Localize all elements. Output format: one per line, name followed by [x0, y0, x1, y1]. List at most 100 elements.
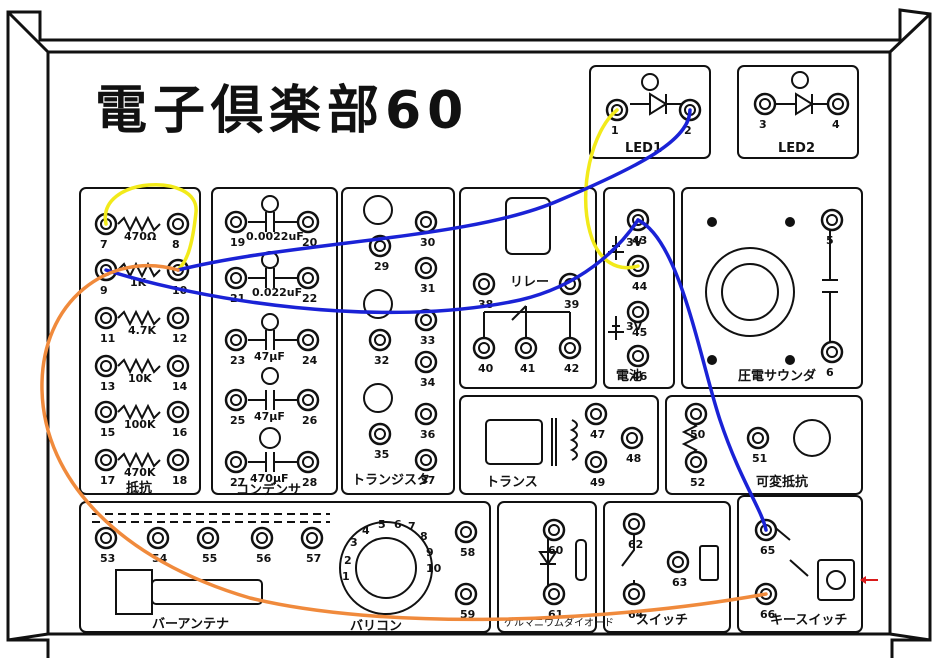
spring-terminal-icon[interactable]	[622, 512, 646, 536]
spring-terminal-icon[interactable]	[626, 344, 650, 368]
spring-terminal-icon[interactable]	[514, 336, 538, 360]
spring-terminal-icon[interactable]	[542, 518, 566, 542]
terminal-21[interactable]: 21	[224, 266, 248, 305]
terminal-24[interactable]: 24	[296, 328, 320, 367]
spring-terminal-icon[interactable]	[224, 450, 248, 474]
spring-terminal-icon[interactable]	[414, 402, 438, 426]
terminal-49[interactable]: 49	[584, 450, 608, 489]
terminal-45[interactable]: 45	[626, 300, 650, 339]
jumper-wire[interactable]	[176, 108, 692, 272]
spring-terminal-icon[interactable]	[684, 402, 708, 426]
spring-terminal-icon[interactable]	[414, 350, 438, 374]
spring-terminal-icon[interactable]	[746, 426, 770, 450]
spring-terminal-icon[interactable]	[820, 340, 844, 364]
terminal-47[interactable]: 47	[584, 402, 608, 441]
terminal-55[interactable]: 55	[196, 526, 220, 565]
terminal-3[interactable]: 3	[753, 92, 777, 131]
spring-terminal-icon[interactable]	[224, 210, 248, 234]
spring-terminal-icon[interactable]	[454, 582, 478, 606]
spring-terminal-icon[interactable]	[166, 400, 190, 424]
spring-terminal-icon[interactable]	[558, 336, 582, 360]
terminal-11[interactable]: 11	[94, 306, 118, 345]
spring-terminal-icon[interactable]	[620, 426, 644, 450]
terminal-50[interactable]: 50	[684, 402, 708, 441]
spring-terminal-icon[interactable]	[542, 582, 566, 606]
terminal-13[interactable]: 13	[94, 354, 118, 393]
spring-terminal-icon[interactable]	[250, 526, 274, 550]
spring-terminal-icon[interactable]	[753, 92, 777, 116]
terminal-26[interactable]: 26	[296, 388, 320, 427]
terminal-22[interactable]: 22	[296, 266, 320, 305]
jumper-wire[interactable]	[104, 218, 640, 315]
terminal-60[interactable]: 60	[542, 518, 566, 557]
spring-terminal-icon[interactable]	[224, 328, 248, 352]
spring-terminal-icon[interactable]	[414, 448, 438, 472]
terminal-23[interactable]: 23	[224, 328, 248, 367]
terminal-33[interactable]: 33	[414, 308, 438, 347]
terminal-62[interactable]: 62	[622, 512, 646, 551]
terminal-35[interactable]: 35	[368, 422, 392, 461]
spring-terminal-icon[interactable]	[94, 400, 118, 424]
jumper-wire[interactable]	[103, 183, 198, 272]
terminal-14[interactable]: 14	[166, 354, 190, 393]
jumper-wire[interactable]	[583, 108, 640, 270]
terminal-25[interactable]: 25	[224, 388, 248, 427]
terminal-18[interactable]: 18	[166, 448, 190, 487]
terminal-58[interactable]: 58	[454, 520, 478, 559]
terminal-28[interactable]: 28	[296, 450, 320, 489]
terminal-37[interactable]: 37	[414, 448, 438, 487]
spring-terminal-icon[interactable]	[296, 210, 320, 234]
terminal-32[interactable]: 32	[368, 328, 392, 367]
spring-terminal-icon[interactable]	[94, 306, 118, 330]
terminal-51[interactable]: 51	[746, 426, 770, 465]
spring-terminal-icon[interactable]	[224, 266, 248, 290]
spring-terminal-icon[interactable]	[584, 402, 608, 426]
spring-terminal-icon[interactable]	[166, 448, 190, 472]
terminal-36[interactable]: 36	[414, 402, 438, 441]
spring-terminal-icon[interactable]	[224, 388, 248, 412]
spring-terminal-icon[interactable]	[826, 92, 850, 116]
spring-terminal-icon[interactable]	[166, 306, 190, 330]
terminal-17[interactable]: 17	[94, 448, 118, 487]
spring-terminal-icon[interactable]	[622, 582, 646, 606]
terminal-61[interactable]: 61	[542, 582, 566, 621]
spring-terminal-icon[interactable]	[300, 526, 324, 550]
terminal-5[interactable]: 5	[820, 208, 844, 247]
spring-terminal-icon[interactable]	[820, 208, 844, 232]
terminal-56[interactable]: 56	[250, 526, 274, 565]
terminal-12[interactable]: 12	[166, 306, 190, 345]
terminal-48[interactable]: 48	[620, 426, 644, 465]
terminal-27[interactable]: 27	[224, 450, 248, 489]
terminal-4[interactable]: 4	[826, 92, 850, 131]
terminal-29[interactable]: 29	[368, 234, 392, 273]
spring-terminal-icon[interactable]	[296, 266, 320, 290]
terminal-16[interactable]: 16	[166, 400, 190, 439]
spring-terminal-icon[interactable]	[166, 354, 190, 378]
spring-terminal-icon[interactable]	[368, 422, 392, 446]
spring-terminal-icon[interactable]	[94, 354, 118, 378]
terminal-31[interactable]: 31	[414, 256, 438, 295]
spring-terminal-icon[interactable]	[472, 336, 496, 360]
spring-terminal-icon[interactable]	[94, 526, 118, 550]
terminal-52[interactable]: 52	[684, 450, 708, 489]
jumper-wire[interactable]	[636, 218, 768, 532]
jumper-wire[interactable]	[40, 263, 768, 622]
terminal-15[interactable]: 15	[94, 400, 118, 439]
spring-terminal-icon[interactable]	[196, 526, 220, 550]
spring-terminal-icon[interactable]	[296, 328, 320, 352]
spring-terminal-icon[interactable]	[684, 450, 708, 474]
spring-terminal-icon[interactable]	[296, 450, 320, 474]
terminal-34[interactable]: 34	[414, 350, 438, 389]
spring-terminal-icon[interactable]	[454, 520, 478, 544]
terminal-19[interactable]: 19	[224, 210, 248, 249]
terminal-53[interactable]: 53	[94, 526, 118, 565]
terminal-8[interactable]: 8	[166, 212, 190, 251]
terminal-46[interactable]: 46	[626, 344, 650, 383]
terminal-6[interactable]: 6	[820, 340, 844, 379]
spring-terminal-icon[interactable]	[94, 448, 118, 472]
spring-terminal-icon[interactable]	[146, 526, 170, 550]
terminal-42[interactable]: 42	[558, 336, 582, 375]
terminal-63[interactable]: 63	[666, 550, 690, 589]
spring-terminal-icon[interactable]	[626, 300, 650, 324]
spring-terminal-icon[interactable]	[166, 212, 190, 236]
